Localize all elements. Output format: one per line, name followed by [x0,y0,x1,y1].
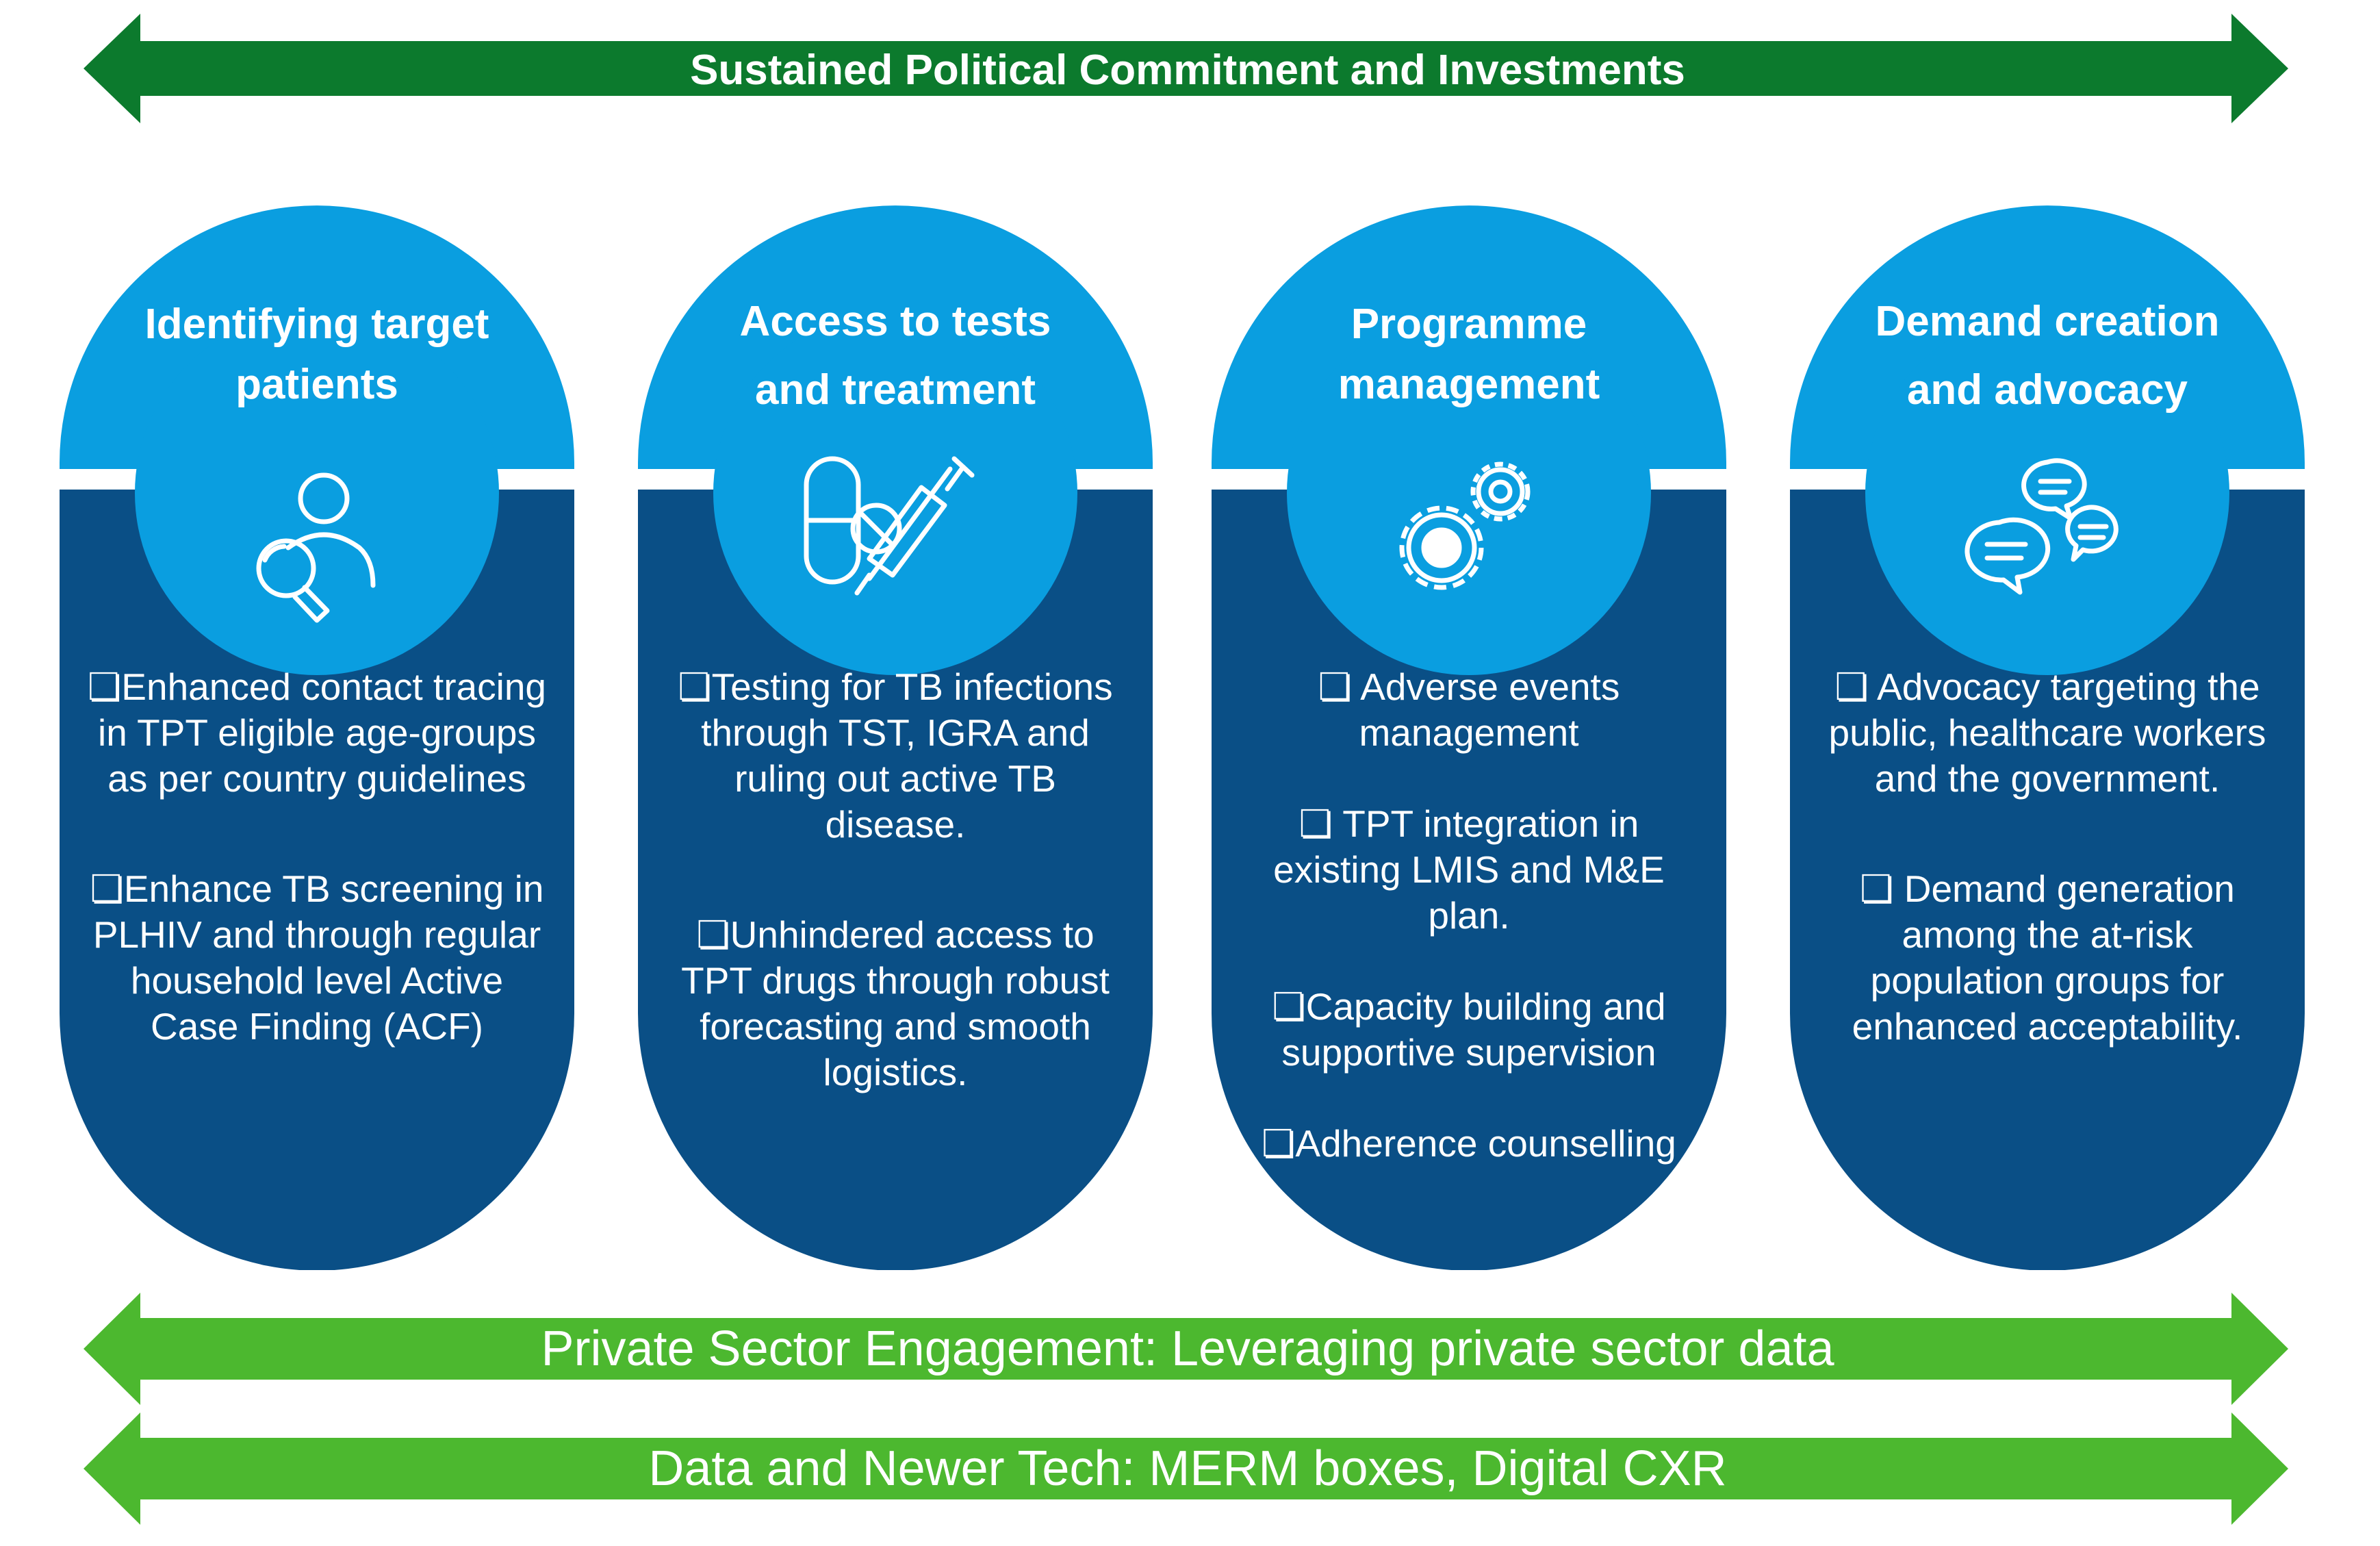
person-search-icon [256,472,376,623]
pillar-shape [60,205,574,1270]
bullet-item: ❏Capacity building and supportive superv… [1272,985,1666,1074]
pillar-title-line: patients [235,361,398,408]
top-arrow-label: Sustained Political Commitment and Inves… [690,47,1685,94]
pillar-title: Programme management [1253,294,1685,415]
pillar-title: Access to tests and treatment [679,288,1112,424]
top-double-arrow [84,14,2288,123]
pillar-title-line: Demand creation [1875,298,2220,345]
bullet-item: ❏ TPT integration in existing LMIS and M… [1273,802,1665,937]
pillar-title-line: and advocacy [1906,366,2188,414]
pillar-title: Demand creation and advocacy [1831,288,2264,424]
top-arrow-shape [84,14,2288,123]
pillar-access-to-tests: Access to tests and treatment ❏Testing f… [638,205,1153,1270]
private-sector-arrow-label: Private Sector Engagement: Leveraging pr… [541,1321,1834,1376]
pillar-title-line: Identifying target [144,301,489,348]
pillar-title-line: Programme [1351,301,1587,348]
pillar-shape [638,205,1153,1270]
bullet-item: ❏ Advocacy targeting the public, healthc… [1828,666,2266,800]
pillar-bullets: ❏ Adverse events management ❏ TPT integr… [1239,664,1699,1212]
pillar-identifying-target-patients: Identifying target patients ❏Enhanced co… [60,205,574,1270]
bullet-item: ❏Adherence counselling [1262,1122,1676,1165]
bullet-item: ❏Enhance TB screening in PLHIV and throu… [90,867,544,1048]
pillar-bullets: ❏Enhanced contact tracing in TPT eligibl… [87,664,547,1050]
chat-bubbles-icon [1965,458,2119,595]
pillar-bullets: ❏Testing for TB infections through TST, … [665,664,1125,1095]
data-tech-arrow-label: Data and Newer Tech: MERM boxes, Digital… [648,1441,1727,1496]
bullet-item: ❏ Adverse events management [1318,666,1620,754]
pillar-programme-management: Programme management ❏ Adverse events ma… [1212,205,1726,1270]
bullet-item: ❏Testing for TB infections through TST, … [678,666,1113,846]
gears-icon [1399,461,1531,590]
pillar-title-line: and treatment [755,366,1036,414]
pillar-title-line: Access to tests [739,298,1051,345]
bullet-item: ❏ Demand generation among the at-risk po… [1852,867,2243,1048]
bullet-item: ❏Enhanced contact tracing in TPT eligibl… [88,666,546,800]
pillar-title: Identifying target patients [101,294,533,415]
bullet-item: ❏Unhindered access to TPT drugs through … [681,913,1110,1093]
pillar-shape [1212,205,1726,1270]
pills-syringe-icon [804,456,975,596]
pillar-bullets: ❏ Advocacy targeting the public, healthc… [1817,664,2277,1050]
pillar-title-line: management [1338,361,1600,408]
pillar-demand-creation: Demand creation and advocacy ❏ Advocacy … [1790,205,2305,1270]
